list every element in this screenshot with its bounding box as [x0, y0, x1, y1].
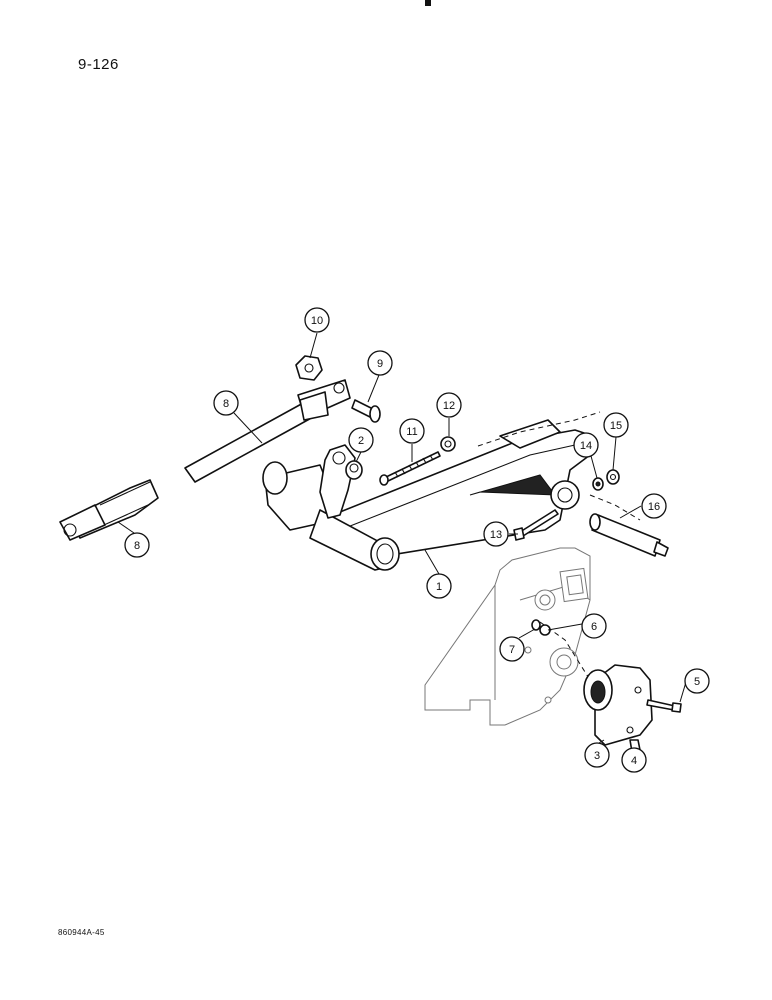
callout-2: 2: [348, 427, 374, 453]
frame-background: [424, 547, 591, 726]
svg-text:13: 13: [490, 529, 502, 541]
svg-text:5: 5: [694, 676, 700, 688]
part-2-bushing: [345, 460, 363, 480]
part-3-bracket: [583, 664, 653, 746]
part-16-pivot-pin: [589, 513, 669, 557]
callout-13: 13: [483, 521, 509, 547]
callout-6: 6: [581, 613, 607, 639]
part-15-nut: [606, 469, 620, 485]
svg-text:1: 1: [436, 581, 442, 593]
part-12-nut: [440, 436, 456, 452]
top-edge-mark: [425, 0, 431, 6]
svg-text:10: 10: [311, 315, 323, 327]
part-5-bolt: [646, 699, 682, 713]
part-9-pin: [351, 399, 381, 423]
svg-text:4: 4: [631, 755, 637, 767]
svg-text:16: 16: [648, 501, 660, 513]
svg-text:14: 14: [580, 440, 592, 452]
part-8-clevis-end-lower: [59, 479, 159, 541]
callout-11: 11: [399, 418, 425, 444]
part-7-washer: [531, 619, 541, 631]
callout-16: 16: [641, 493, 667, 519]
part-8-link-rod-upper: [184, 379, 351, 483]
svg-text:11: 11: [406, 426, 417, 438]
callout-12: 12: [436, 392, 462, 418]
part-11-bolt: [379, 451, 441, 486]
callout-leaders: [117, 332, 687, 753]
svg-text:8: 8: [134, 540, 140, 552]
axis-line-pivot: [589, 494, 641, 521]
part-1-pivot-arm: [262, 419, 591, 571]
callout-15: 15: [603, 412, 629, 438]
callout-10: 10: [304, 307, 330, 333]
callout-1: 1: [426, 573, 452, 599]
svg-text:12: 12: [443, 400, 455, 412]
callout-8-lower: 8: [124, 532, 150, 558]
part-14-washer: [592, 477, 604, 491]
part-13-bolt: [513, 509, 559, 541]
callout-14: 14: [573, 432, 599, 458]
svg-text:9: 9: [377, 358, 383, 370]
svg-text:15: 15: [610, 420, 622, 432]
callout-8-upper: 8: [213, 390, 239, 416]
callout-9: 9: [367, 350, 393, 376]
svg-text:8: 8: [223, 398, 229, 410]
axis-line-upper: [477, 411, 601, 447]
svg-text:7: 7: [509, 644, 515, 656]
callout-3: 3: [584, 742, 610, 768]
figure-code: 860944A-45: [58, 928, 105, 937]
page-number: 9-126: [78, 56, 119, 73]
part-10-nut: [295, 355, 323, 381]
svg-text:2: 2: [358, 435, 364, 447]
callout-4: 4: [621, 747, 647, 773]
svg-text:6: 6: [591, 621, 597, 633]
svg-text:3: 3: [594, 750, 600, 762]
callout-7: 7: [499, 636, 525, 662]
callout-5: 5: [684, 668, 710, 694]
